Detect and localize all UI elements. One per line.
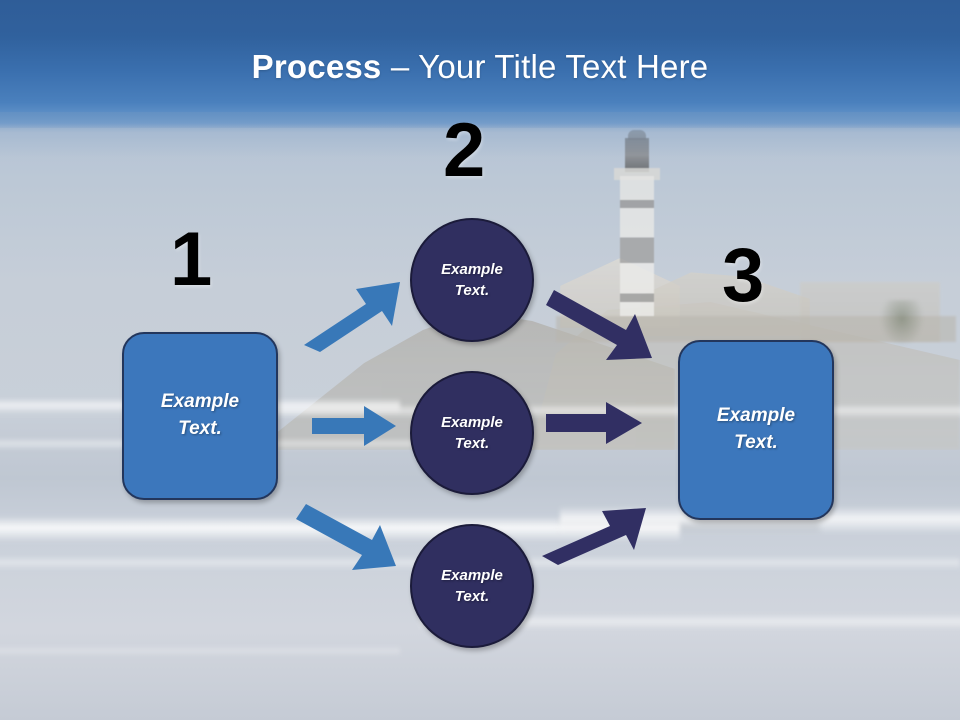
stage-3-box[interactable]: Example Text. xyxy=(678,340,834,520)
arrow-down-right-navy xyxy=(546,290,652,360)
wave-foam xyxy=(420,614,960,630)
title-banner xyxy=(0,0,960,128)
arrow-down-right-blue xyxy=(296,504,396,570)
stage-2-circle-top[interactable]: Example Text. xyxy=(410,218,534,342)
wave-foam xyxy=(0,646,400,656)
stage-2-circle-bottom[interactable]: Example Text. xyxy=(410,524,534,648)
palm-tree xyxy=(880,300,924,346)
arrow-right-blue xyxy=(312,406,396,446)
stage-2-circle-bottom-label: Example Text. xyxy=(441,566,503,605)
stage-2-circle-top-label: Example Text. xyxy=(441,260,503,299)
banner-fade-overlay xyxy=(0,112,960,158)
stage-2-circle-middle[interactable]: Example Text. xyxy=(410,371,534,495)
arrow-right-navy xyxy=(546,402,642,444)
step-number-3: 3 xyxy=(722,233,765,318)
page-title: Process – Your Title Text Here xyxy=(0,48,960,86)
step-number-1: 1 xyxy=(170,217,213,302)
stage-1-box[interactable]: Example Text. xyxy=(122,332,278,500)
lighthouse-tower xyxy=(620,176,654,316)
arrow-up-right-navy xyxy=(542,508,646,565)
stage-3-box-label: Example Text. xyxy=(716,405,796,453)
page-title-rest: – Your Title Text Here xyxy=(381,48,709,85)
arrow-up-right-blue xyxy=(304,282,400,352)
page-title-bold-part: Process xyxy=(251,48,382,85)
stage-2-circle-middle-label: Example Text. xyxy=(441,413,503,452)
stage-1-box-label: Example Text. xyxy=(160,391,240,439)
step-number-2: 2 xyxy=(443,108,486,193)
